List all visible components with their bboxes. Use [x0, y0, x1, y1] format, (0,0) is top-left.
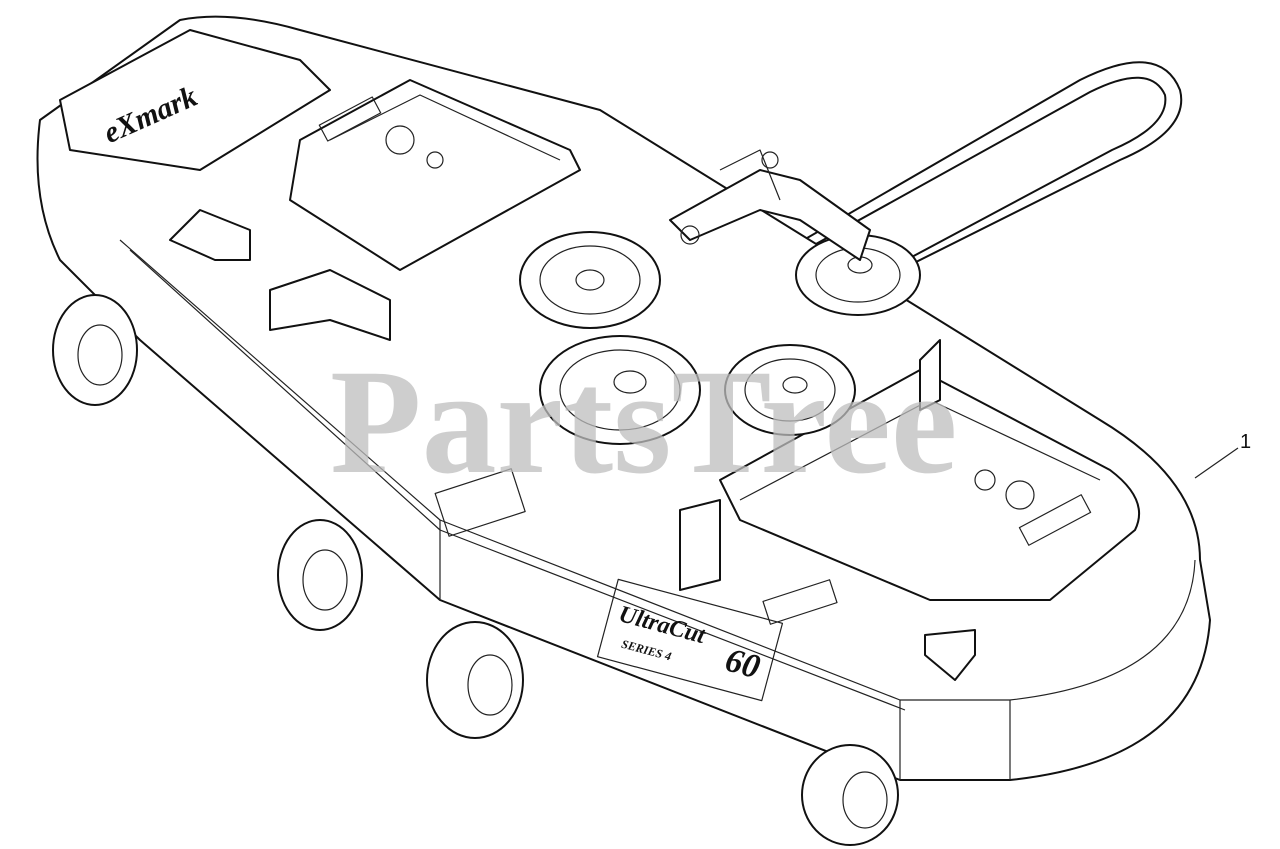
caster-wheel-icon	[52, 294, 138, 406]
pulley-icon	[539, 335, 701, 445]
callout-label: 1	[1240, 431, 1251, 453]
watermark: PartsTree	[330, 339, 957, 505]
idler-arm-icon	[669, 149, 871, 261]
caster-wheel-icon	[801, 744, 899, 846]
warning-decal-icon	[434, 468, 838, 625]
brand-panel: eXmark	[59, 29, 331, 171]
belt-icon	[699, 61, 1183, 301]
pulley-icon	[724, 344, 856, 436]
callout-1: 1	[1194, 431, 1251, 479]
bracket	[269, 269, 941, 591]
caster-wheel-icon	[426, 621, 524, 739]
belt-cover-left	[289, 79, 581, 271]
direction-arrow-icon	[169, 209, 976, 681]
caster-wheel-icon	[277, 519, 363, 631]
pulley-icon	[795, 234, 921, 316]
pulley-icon	[519, 231, 661, 329]
